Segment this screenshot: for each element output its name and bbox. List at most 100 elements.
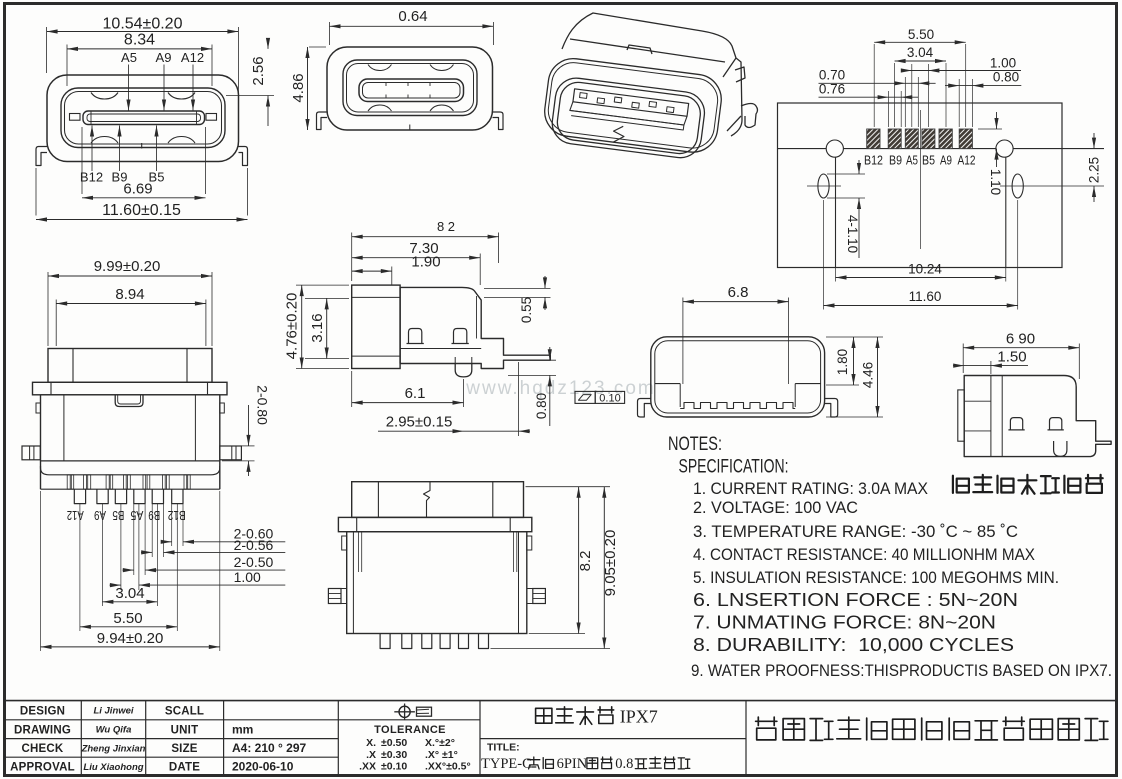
svg-text:8.2: 8.2: [577, 551, 594, 572]
svg-text:0.80: 0.80: [534, 393, 549, 419]
svg-text:6PIN: 6PIN: [557, 756, 588, 772]
svg-text:NOTES:: NOTES:: [668, 434, 722, 455]
svg-text:5.50: 5.50: [113, 610, 142, 627]
svg-text:9.05±0.20: 9.05±0.20: [602, 530, 619, 597]
svg-text:2.25: 2.25: [1087, 157, 1102, 183]
svg-text:B12: B12: [80, 170, 103, 185]
svg-text:TOLERANCE: TOLERANCE: [374, 724, 446, 736]
svg-text:2-0.80: 2-0.80: [255, 385, 271, 425]
svg-text:1.80: 1.80: [835, 349, 850, 375]
svg-text:CHECK: CHECK: [22, 743, 64, 755]
svg-text:B12: B12: [864, 154, 883, 168]
svg-text:6.69: 6.69: [123, 181, 152, 198]
svg-text:B12: B12: [168, 508, 186, 522]
svg-text:Li Jinwei: Li Jinwei: [93, 706, 133, 717]
svg-text:Liu Xiaohong: Liu Xiaohong: [83, 762, 143, 773]
svg-text:±0.30: ±0.30: [381, 749, 407, 761]
svg-text:1.10: 1.10: [988, 169, 1003, 195]
svg-text:DATE: DATE: [169, 762, 200, 774]
svg-text:10.24: 10.24: [908, 262, 942, 277]
svg-text:B9: B9: [148, 508, 160, 522]
svg-text:4.46: 4.46: [861, 362, 876, 388]
svg-text:0.8: 0.8: [615, 756, 633, 772]
svg-text:2020-06-10: 2020-06-10: [232, 760, 294, 774]
svg-text:4-1.10: 4-1.10: [845, 215, 860, 253]
svg-text:6 90: 6 90: [1006, 331, 1035, 348]
svg-text:A9: A9: [94, 508, 106, 522]
svg-text:B5: B5: [149, 170, 165, 185]
svg-text:X.°±2°: X.°±2°: [425, 737, 455, 749]
svg-text:2.95±0.15: 2.95±0.15: [386, 414, 453, 431]
svg-text:SCALL: SCALL: [165, 706, 204, 718]
svg-text:8.34: 8.34: [124, 32, 155, 49]
svg-text:0.55: 0.55: [519, 297, 534, 323]
svg-text:7. UNMATING FORCE: 8N~20N: 7. UNMATING FORCE: 8N~20N: [693, 612, 996, 633]
svg-text:2.56: 2.56: [250, 56, 267, 85]
svg-text:1.00: 1.00: [990, 56, 1016, 71]
svg-text:5. INSULATION RESISTANCE: 100: 5. INSULATION RESISTANCE: 100 MEGOHMS MI…: [693, 569, 1059, 587]
svg-text:UNIT: UNIT: [171, 724, 199, 736]
svg-text:9. WATER PROOFNESS:THISPRODUCT: 9. WATER PROOFNESS:THISPRODUCTIS BASED O…: [691, 662, 1112, 680]
svg-text:6.8: 6.8: [728, 284, 749, 301]
svg-text:DESIGN: DESIGN: [20, 706, 65, 718]
svg-text:2-0.56: 2-0.56: [234, 537, 274, 553]
svg-text:±0.10: ±0.10: [381, 761, 407, 773]
svg-text:0.76: 0.76: [819, 82, 845, 97]
svg-text:B9: B9: [889, 154, 902, 168]
svg-text:B5: B5: [112, 508, 124, 522]
svg-text:10.54±0.20: 10.54±0.20: [103, 16, 183, 33]
svg-text:SPECIFICATION:: SPECIFICATION:: [679, 457, 789, 478]
svg-text:A9: A9: [156, 50, 172, 65]
svg-text:6.1: 6.1: [405, 385, 426, 402]
svg-text:B5: B5: [922, 154, 935, 168]
svg-text:11.60±0.15: 11.60±0.15: [102, 202, 181, 219]
svg-text:A12: A12: [181, 50, 204, 65]
svg-text:1.00: 1.00: [234, 569, 261, 585]
svg-text:SIZE: SIZE: [171, 743, 197, 755]
svg-text:8.94: 8.94: [115, 286, 144, 303]
svg-text:1.90: 1.90: [411, 253, 440, 270]
svg-text:DRAWING: DRAWING: [14, 724, 71, 736]
svg-text:A5: A5: [130, 508, 143, 522]
svg-text:2-0.60: 2-0.60: [234, 526, 274, 542]
svg-text:8. DURABILITY: 10,000 CYCLES: 8. DURABILITY: 10,000 CYCLES: [693, 634, 1014, 655]
svg-text:A9: A9: [940, 154, 952, 168]
svg-text:0.70: 0.70: [819, 68, 845, 83]
svg-text:mm: mm: [232, 722, 253, 736]
svg-text:TITLE:: TITLE:: [487, 742, 520, 754]
svg-text:±0.50: ±0.50: [381, 737, 407, 749]
svg-text:A5: A5: [121, 50, 137, 65]
svg-text:4.76±0.20: 4.76±0.20: [284, 293, 301, 360]
svg-text:9.94±0.20: 9.94±0.20: [97, 630, 164, 647]
svg-text:TYPE-C: TYPE-C: [481, 756, 532, 772]
svg-text:0.64: 0.64: [398, 8, 427, 25]
svg-text:A12: A12: [958, 154, 976, 168]
svg-text:1. CURRENT RATING: 3.0A MAX: 1. CURRENT RATING: 3.0A MAX: [693, 480, 928, 498]
svg-text:www.hqdz123.com: www.hqdz123.com: [465, 378, 655, 399]
svg-text:IPX7: IPX7: [620, 707, 658, 727]
svg-text:B9: B9: [112, 170, 128, 185]
svg-text:Wu Qifa: Wu Qifa: [96, 724, 132, 735]
svg-text:6. LNSERTION FORCE : 5N~20N: 6. LNSERTION FORCE : 5N~20N: [693, 589, 1018, 610]
svg-text:11.60: 11.60: [909, 289, 942, 304]
svg-text:8 2: 8 2: [437, 219, 455, 234]
svg-text:7.30: 7.30: [409, 240, 438, 257]
svg-text:0.80: 0.80: [993, 70, 1019, 85]
svg-text:1.50: 1.50: [997, 349, 1026, 366]
svg-text:Zheng Jinxian: Zheng Jinxian: [81, 744, 146, 755]
svg-text:5.50: 5.50: [908, 27, 934, 42]
svg-text:2-0.50: 2-0.50: [234, 554, 274, 570]
svg-text:3. TEMPERATURE RANGE: -30 ˚C ~: 3. TEMPERATURE RANGE: -30 ˚C ~ 85 ˚C: [693, 523, 1018, 541]
svg-text:.XX°±0.5°: .XX°±0.5°: [425, 761, 471, 773]
svg-text:3.16: 3.16: [309, 313, 326, 342]
svg-text:9.99±0.20: 9.99±0.20: [94, 258, 161, 275]
svg-text:3.04: 3.04: [907, 45, 934, 60]
svg-text:4.86: 4.86: [290, 73, 307, 102]
svg-text:X.: X.: [366, 737, 376, 749]
svg-text:A4: 210 ° 297: A4: 210 ° 297: [232, 741, 307, 755]
svg-text:.XX: .XX: [359, 761, 376, 773]
svg-text:A5: A5: [906, 154, 918, 168]
svg-text:APPROVAL: APPROVAL: [10, 762, 75, 774]
svg-text:.X: .X: [366, 749, 376, 761]
svg-text:4. CONTACT RESISTANCE: 40 MILL: 4. CONTACT RESISTANCE: 40 MILLIONHM MAX: [693, 546, 1035, 564]
